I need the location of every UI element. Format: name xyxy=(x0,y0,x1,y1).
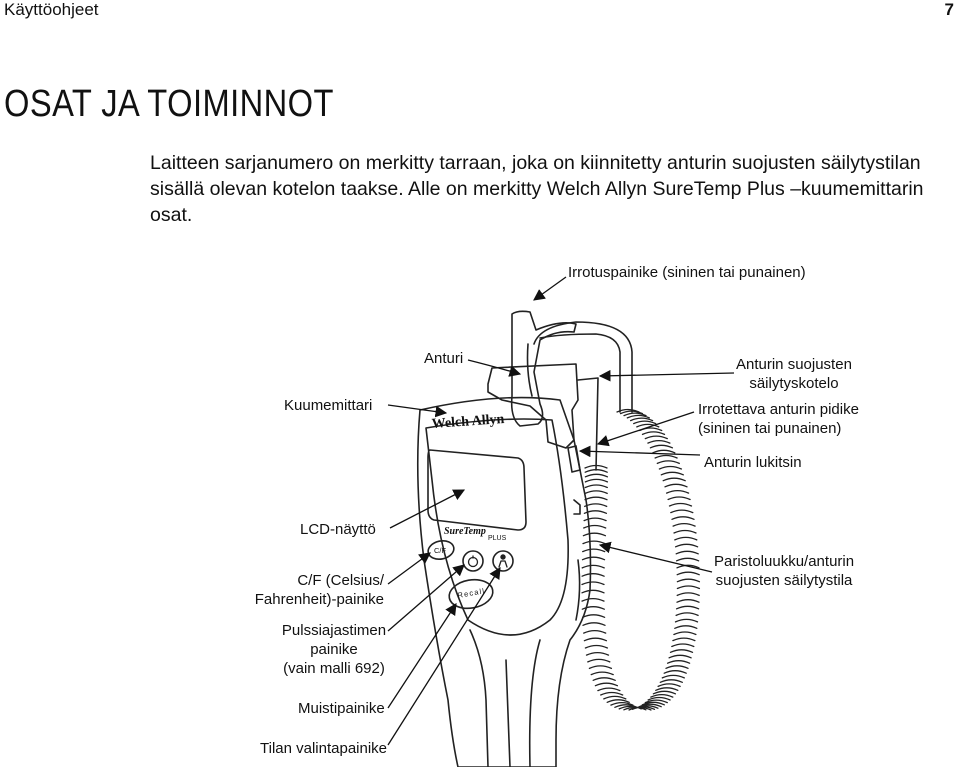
header-section: Käyttöohjeet xyxy=(4,0,99,19)
label-release-button: Irrotuspainike (sininen tai punainen) xyxy=(568,264,806,281)
intro-paragraph: Laitteen sarjanumero on merkitty tarraan… xyxy=(150,152,924,226)
device-model-suffix: PLUS xyxy=(488,535,507,542)
arrow-lcd xyxy=(389,489,466,529)
label-pulse-timer: Pulssiajastimen painike (vain malli 692) xyxy=(281,622,387,677)
label-probe: Anturi xyxy=(424,350,464,367)
coiled-cord xyxy=(581,408,701,711)
page-title: OSAT JA TOIMINNOT xyxy=(4,83,334,125)
arrow-cf xyxy=(387,552,431,585)
arrow-probe-cover-box xyxy=(598,369,735,382)
arrow-probe-holder xyxy=(596,411,695,447)
page-number: 7 xyxy=(944,0,954,19)
arrow-memory xyxy=(387,603,457,709)
label-thermometer: Kuumemittari xyxy=(284,397,373,414)
cf-button-label: C/F xyxy=(434,546,447,555)
label-memory-button: Muistipainike xyxy=(298,700,385,717)
device-model: SureTemp xyxy=(444,526,486,537)
probe-lock xyxy=(567,445,581,473)
recall-button xyxy=(448,578,494,610)
probe-cover-box xyxy=(487,363,579,449)
label-probe-lock: Anturin lukitsin xyxy=(704,454,802,471)
arrow-probe xyxy=(467,359,522,377)
label-probe-cover-box: Anturin suojusten säilytyskotelo xyxy=(736,356,852,392)
label-battery: Paristoluukku/anturin suojusten säilytys… xyxy=(714,553,855,589)
arrow-battery xyxy=(598,541,713,573)
probe-cord xyxy=(533,321,633,413)
probe-handle xyxy=(510,310,577,427)
arrow-mode xyxy=(387,567,501,746)
lcd-screen xyxy=(427,449,527,531)
label-lcd: LCD-näyttö xyxy=(300,521,376,538)
device-brand: Welch Allyn xyxy=(431,412,505,432)
label-mode-button: Tilan valintapainike xyxy=(260,740,388,757)
label-cf-button: C/F (Celsius/ Fahrenheit)-painike xyxy=(254,572,384,608)
arrow-release-button xyxy=(533,276,567,301)
arrow-pulse xyxy=(387,564,465,632)
mode-button xyxy=(492,550,514,572)
pulse-timer-button xyxy=(462,550,484,572)
arrow-probe-lock xyxy=(578,445,701,458)
arrow-thermometer xyxy=(387,404,448,418)
label-probe-holder: Irrotettava anturin pidike (sininen tai … xyxy=(698,401,859,437)
